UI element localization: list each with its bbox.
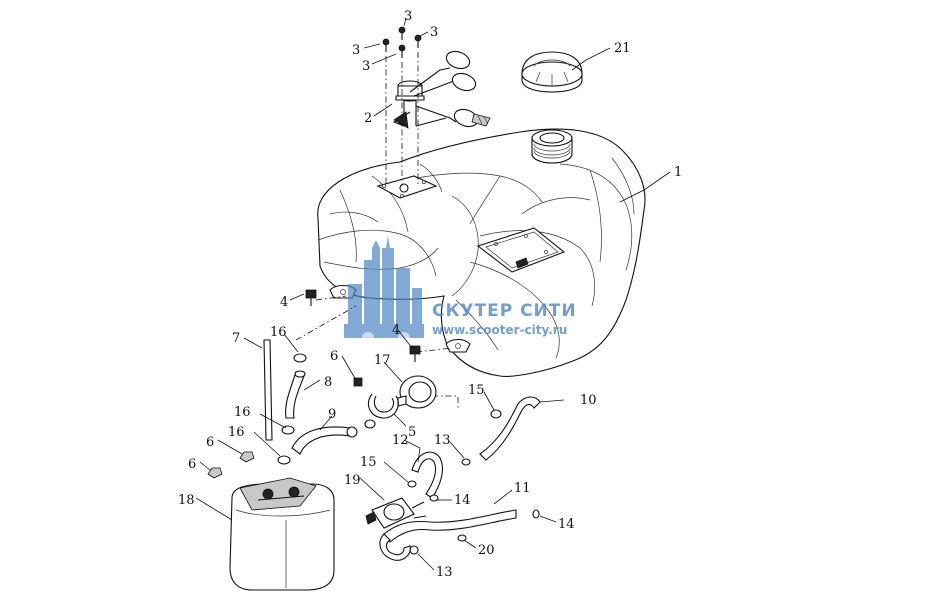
callout-15a: 15 bbox=[468, 383, 485, 398]
callout-4b: 4 bbox=[392, 323, 400, 338]
assembly-center-lines bbox=[295, 52, 459, 408]
watermark-title: СКУТЕР СИТИ bbox=[432, 301, 577, 321]
callout-21: 21 bbox=[614, 41, 631, 56]
watermark-url: www.scooter-city.ru bbox=[432, 323, 567, 337]
hose-8 bbox=[285, 370, 306, 419]
sender-screws bbox=[382, 26, 422, 58]
callout-7: 7 bbox=[232, 331, 240, 346]
callout-5: 5 bbox=[408, 425, 416, 440]
callout-labels: 1 2 3 3 3 3 4 4 5 6 6 6 7 8 9 10 11 12 1… bbox=[178, 9, 682, 580]
callout-18: 18 bbox=[178, 493, 195, 508]
tank-mount-bolts bbox=[305, 289, 421, 362]
callout-2: 2 bbox=[364, 111, 372, 126]
carbon-canister bbox=[229, 477, 335, 591]
callout-3b: 3 bbox=[362, 59, 370, 74]
callout-13b: 13 bbox=[436, 565, 453, 580]
callout-17: 17 bbox=[374, 353, 391, 368]
callout-3a: 3 bbox=[352, 43, 360, 58]
breather-tube bbox=[263, 339, 273, 441]
callout-4a: 4 bbox=[280, 295, 288, 310]
filter-bracket bbox=[353, 377, 399, 419]
fuel-level-sender bbox=[392, 50, 491, 129]
bolts-6 bbox=[207, 451, 255, 479]
fuel-filter bbox=[397, 375, 437, 409]
callout-6c: 6 bbox=[188, 457, 196, 472]
callout-16a: 16 bbox=[270, 325, 287, 340]
hose-clamps-16 bbox=[277, 353, 307, 465]
callout-leaders bbox=[195, 17, 671, 571]
callout-6a: 6 bbox=[330, 349, 338, 364]
callout-19: 19 bbox=[344, 473, 361, 488]
callout-6b: 6 bbox=[206, 435, 214, 450]
callout-12: 12 bbox=[392, 433, 409, 448]
fuel-pump bbox=[365, 497, 427, 529]
callout-16c: 16 bbox=[228, 425, 245, 440]
callout-9: 9 bbox=[328, 407, 336, 422]
watermark: СКУТЕР СИТИ www.scooter-city.ru bbox=[344, 236, 577, 344]
hose-10 bbox=[479, 396, 541, 461]
callout-11: 11 bbox=[514, 481, 531, 496]
callout-16b: 16 bbox=[234, 405, 251, 420]
callout-10: 10 bbox=[580, 393, 597, 408]
callout-14a: 14 bbox=[454, 493, 471, 508]
callout-14b: 14 bbox=[558, 517, 575, 532]
callout-13a: 13 bbox=[434, 433, 451, 448]
small-clamps bbox=[407, 409, 540, 555]
hose-9 bbox=[291, 419, 376, 455]
callout-15b: 15 bbox=[360, 455, 377, 470]
hose-12 bbox=[411, 451, 443, 499]
callout-3c: 3 bbox=[430, 25, 438, 40]
callout-1: 1 bbox=[674, 165, 682, 180]
fuel-tank bbox=[317, 128, 646, 377]
hose-11 bbox=[379, 509, 517, 561]
callout-20: 20 bbox=[478, 543, 495, 558]
callout-8: 8 bbox=[324, 375, 332, 390]
fuel-cap bbox=[521, 51, 583, 93]
callout-3d: 3 bbox=[404, 9, 412, 24]
